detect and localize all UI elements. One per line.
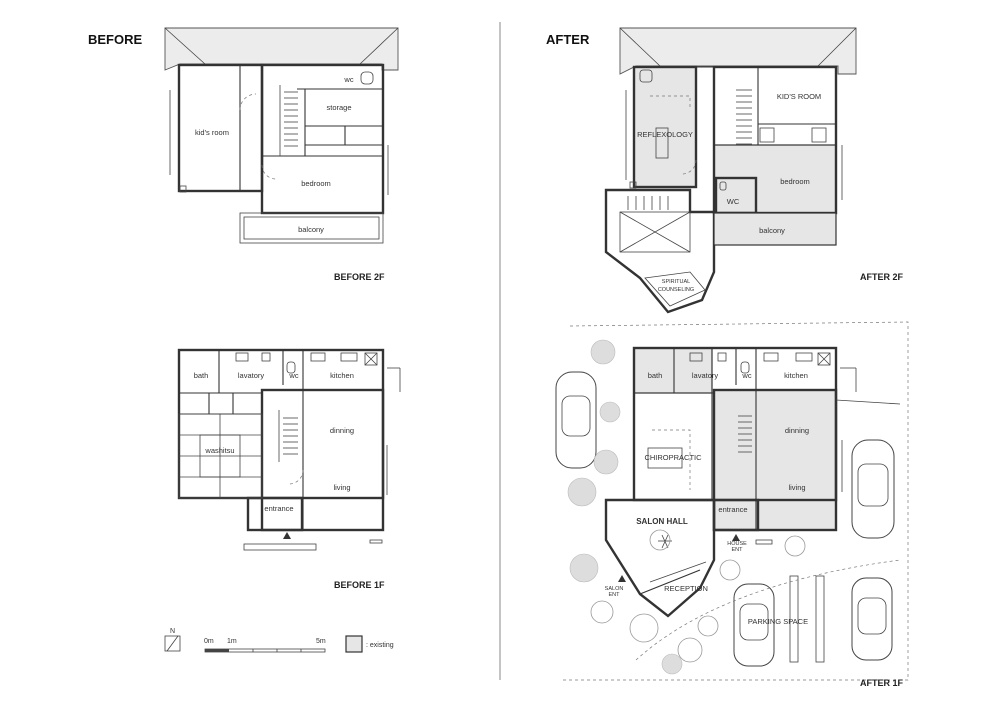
roof-outline bbox=[619, 27, 857, 75]
car-top-left bbox=[555, 371, 597, 469]
site-boundary bbox=[560, 321, 909, 681]
parking-stripes bbox=[789, 575, 825, 663]
before-1f-dinning-label: dinning bbox=[330, 426, 354, 435]
after-1f-kitchen-label: kitchen bbox=[784, 371, 808, 380]
after-1f-chiropractic-label: CHIROPRACTIC bbox=[644, 453, 702, 462]
before-2f-kids-room-label: kid's room bbox=[195, 128, 229, 137]
after-1f-lavatory-label: lavatory bbox=[692, 371, 719, 380]
after-2f-plan: REFLEXOLOGY KID'S ROOM bedroom WC balcon… bbox=[604, 27, 857, 314]
before-1f-title: BEFORE 1F bbox=[334, 580, 385, 590]
after-1f-living-label: living bbox=[788, 483, 805, 492]
before-1f-wc-label: wc bbox=[288, 371, 298, 380]
before-2f-plan: wc storage kid's room bedroom balcony bbox=[164, 27, 399, 244]
before-heading: BEFORE bbox=[88, 32, 143, 47]
after-2f-kids-room-label: KID'S ROOM bbox=[777, 92, 821, 101]
after-heading: AFTER bbox=[546, 32, 590, 47]
roof-outline bbox=[164, 27, 399, 71]
before-1f-living-label: living bbox=[333, 483, 350, 492]
after-2f-title: AFTER 2F bbox=[860, 272, 904, 282]
after-1f-salon-ent-label-2: ENT bbox=[609, 592, 621, 598]
landscape-trees bbox=[567, 339, 806, 675]
after-1f-house-ent-label-2: ENT bbox=[732, 547, 744, 553]
north-arrow bbox=[164, 635, 181, 652]
before-2f-balcony-label: balcony bbox=[298, 225, 324, 234]
before-2f-title: BEFORE 2F bbox=[334, 272, 385, 282]
after-2f-spiritual-label: SPIRITUAL bbox=[662, 279, 690, 285]
after-1f-house-ent-label: HOUSE bbox=[727, 541, 747, 547]
car-parking-2 bbox=[851, 577, 893, 661]
after-1f-entrance-label: entrance bbox=[718, 505, 747, 514]
car-right bbox=[851, 439, 895, 539]
after-1f-dinning-label: dinning bbox=[785, 426, 809, 435]
scale-0m: 0m bbox=[204, 638, 214, 645]
before-1f-kitchen-label: kitchen bbox=[330, 371, 354, 380]
existing-swatch bbox=[345, 635, 363, 653]
after-2f-bedroom-label: bedroom bbox=[780, 177, 810, 186]
after-2f-counseling-label: COUNSELING bbox=[658, 287, 694, 293]
legend: N 0m 1m 5m : existing bbox=[164, 628, 394, 653]
scale-bar bbox=[204, 648, 326, 653]
before-2f-bedroom-label: bedroom bbox=[301, 179, 331, 188]
after-1f-wc-label: wc bbox=[741, 371, 751, 380]
before-1f-lavatory-label: lavatory bbox=[238, 371, 265, 380]
before-2f-wc-label: wc bbox=[343, 75, 353, 84]
scale-5m: 5m bbox=[316, 638, 326, 645]
after-1f-salon-ent-label: SALON bbox=[605, 586, 624, 592]
before-1f-plan: bath lavatory wc kitchen washitsu dinnin… bbox=[177, 348, 401, 551]
scale-1m: 1m bbox=[227, 638, 237, 645]
after-1f-salon-hall-label: SALON HALL bbox=[636, 517, 688, 526]
after-1f-parking-label: PARKING SPACE bbox=[748, 617, 808, 626]
after-1f-bath-label: bath bbox=[648, 371, 663, 380]
before-1f-bath-label: bath bbox=[194, 371, 209, 380]
after-1f-plan: bath lavatory wc kitchen CHIROPRACTIC di… bbox=[555, 321, 909, 681]
north-label: N bbox=[170, 628, 175, 635]
existing-label: : existing bbox=[366, 642, 394, 649]
after-2f-wc-label: WC bbox=[727, 197, 740, 206]
after-2f-reflexology-label: REFLEXOLOGY bbox=[637, 130, 693, 139]
after-1f-reception-label: RECEPTION bbox=[664, 584, 708, 593]
before-1f-washitsu-label: washitsu bbox=[204, 446, 234, 455]
car-parking-1 bbox=[733, 583, 775, 667]
before-1f-entrance-label: entrance bbox=[264, 504, 293, 513]
after-1f-title: AFTER 1F bbox=[860, 678, 904, 688]
after-2f-balcony-label: balcony bbox=[759, 226, 785, 235]
before-2f-storage-label: storage bbox=[326, 103, 351, 112]
